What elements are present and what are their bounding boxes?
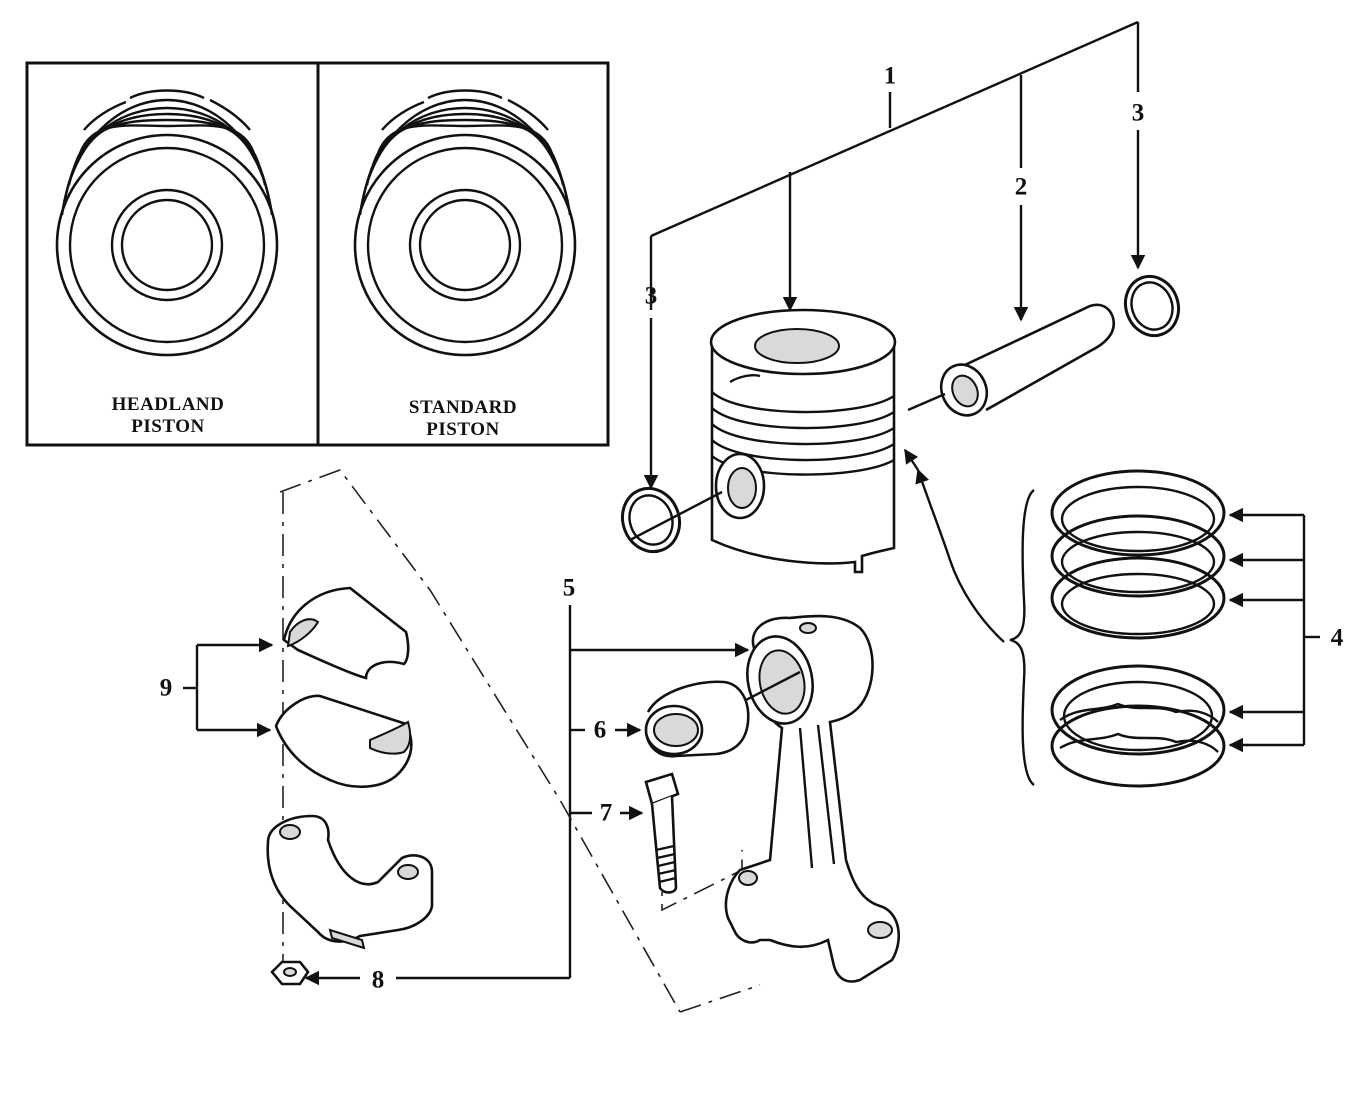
headland-label-line1: HEADLAND (111, 394, 225, 415)
callout-2: 2 (1014, 173, 1028, 201)
leader-lines-top (643, 20, 1146, 490)
callout-7: 7 (599, 799, 613, 827)
leader-lines-5-8 (304, 605, 750, 986)
piston-pin (907, 303, 1115, 417)
callout-3-right: 3 (1131, 99, 1145, 127)
headland-label-line2: PISTON (131, 416, 205, 437)
rings-brace (903, 448, 1035, 786)
standard-label-line1: STANDARD (408, 397, 518, 418)
callout-8: 8 (371, 966, 385, 994)
headland-piston-label: HEADLAND PISTON (23, 394, 313, 438)
piston (709, 308, 897, 574)
bearing-shell-lower (274, 694, 413, 789)
callout-9: 9 (159, 674, 173, 702)
callout-6: 6 (593, 716, 607, 744)
connecting-rod (724, 614, 900, 983)
hex-nut (270, 960, 310, 986)
callout-3-left: 3 (644, 282, 658, 310)
retaining-ring-left (621, 486, 723, 554)
headland-piston-illustration (55, 89, 279, 357)
retaining-ring-right (1124, 274, 1180, 338)
bearing-cap (266, 814, 434, 950)
callout-1: 1 (883, 62, 897, 90)
standard-piston-illustration (353, 89, 577, 357)
callout-4: 4 (1330, 624, 1344, 652)
leader-lines-4 (1228, 507, 1320, 753)
leader-lines-9 (183, 637, 274, 738)
callout-5: 5 (562, 574, 576, 602)
piston-rings (1050, 469, 1226, 788)
standard-label-line2: PISTON (426, 419, 500, 440)
bearing-shell-upper (282, 586, 410, 680)
standard-piston-label: STANDARD PISTON (318, 397, 608, 441)
piston-comparison-inset (25, 61, 610, 447)
rod-bolt (644, 772, 680, 894)
bushing (644, 680, 750, 758)
